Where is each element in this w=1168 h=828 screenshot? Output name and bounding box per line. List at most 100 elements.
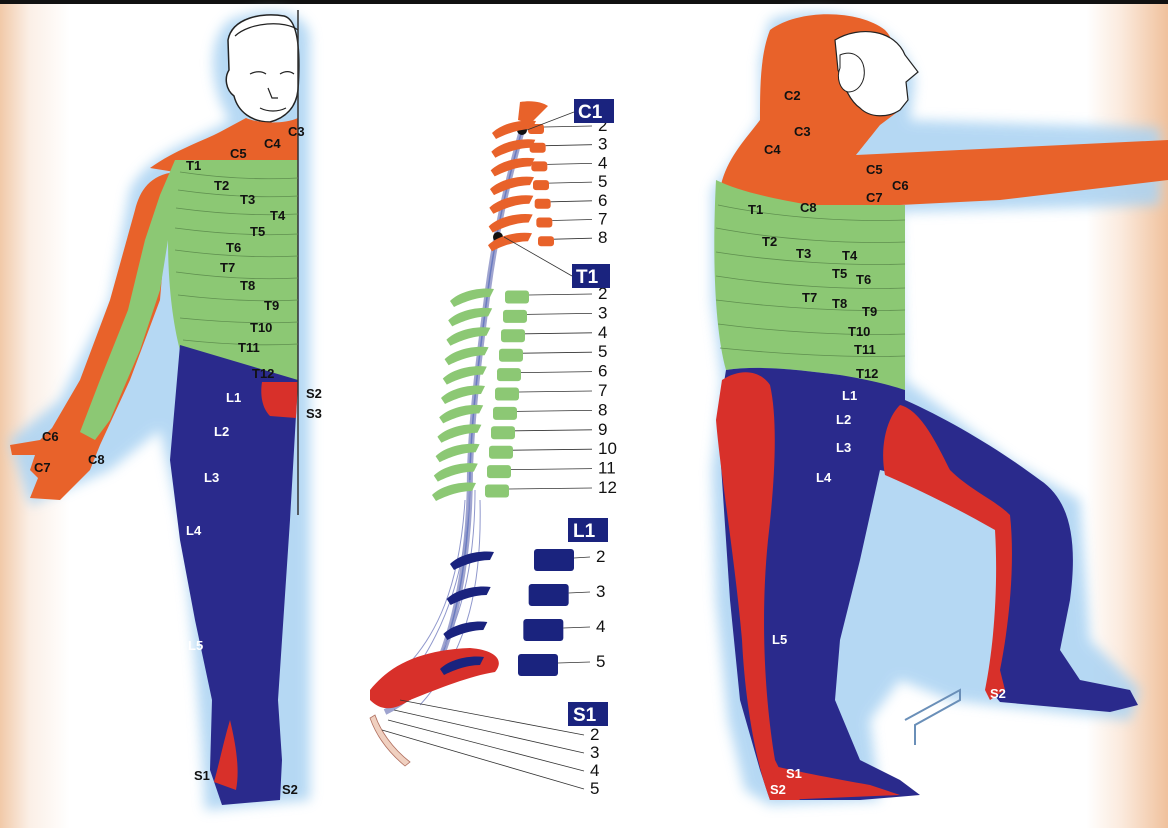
leader-line — [517, 410, 592, 411]
vertebra-body — [536, 218, 552, 228]
front-label-c4: C4 — [264, 136, 281, 151]
side-cervical-region — [720, 14, 1168, 210]
front-label-c5: C5 — [230, 146, 247, 161]
leader-line — [544, 126, 592, 127]
side-label-t7: T7 — [802, 290, 817, 305]
leader-line — [382, 730, 584, 789]
leader-line — [549, 182, 592, 183]
spine-number: 4 — [596, 617, 605, 636]
leader-line — [511, 469, 592, 470]
front-label-t3: T3 — [240, 192, 255, 207]
vertebra-process — [490, 177, 534, 196]
spine-box-s1: S1 — [568, 702, 608, 726]
side-label-c8: C8 — [800, 200, 817, 215]
front-label-t12: T12 — [252, 366, 274, 381]
side-label-t4: T4 — [842, 248, 858, 263]
spine-number: 5 — [598, 342, 607, 361]
vertebra-body — [523, 619, 563, 641]
front-label-s2-foot: S2 — [282, 782, 298, 797]
spine-number: 4 — [598, 323, 607, 342]
spine-number: 9 — [598, 420, 607, 439]
front-label-t8: T8 — [240, 278, 255, 293]
spine-box-c1-label: C1 — [578, 102, 603, 123]
spine-number: 6 — [598, 191, 607, 210]
leader-line — [515, 430, 592, 431]
spine-number: 4 — [590, 761, 599, 780]
side-label-l3: L3 — [836, 440, 851, 455]
side-label-t5: T5 — [832, 266, 847, 281]
spine-number: 7 — [598, 210, 607, 229]
front-label-t5: T5 — [250, 224, 265, 239]
vertebra-body — [505, 291, 529, 304]
leader-line — [574, 557, 590, 558]
front-figure: C3 C4 C5 C6 C7 C8 T1 T2 T3 T4 T5 T6 T7 T… — [10, 10, 322, 810]
front-label-s1: S1 — [194, 768, 210, 783]
vertebra-body — [531, 161, 547, 171]
vertebra-body — [491, 426, 515, 439]
vertebra-body — [499, 349, 523, 362]
front-label-l3: L3 — [204, 470, 219, 485]
spine-box-t1: T1 — [572, 264, 610, 288]
side-label-t6: T6 — [856, 272, 871, 287]
side-label-s2-foot: S2 — [770, 782, 786, 797]
side-label-c7: C7 — [866, 190, 883, 205]
spine-number: 3 — [596, 582, 605, 601]
spine-number: 2 — [590, 725, 599, 744]
spine-number: 11 — [598, 459, 616, 478]
front-label-t7: T7 — [220, 260, 235, 275]
leader-line — [558, 662, 590, 663]
vertebra-process — [489, 195, 533, 214]
side-label-t11: T11 — [854, 342, 876, 357]
leader-line — [546, 145, 592, 146]
spine-number: 12 — [598, 478, 617, 497]
vertebra-body — [497, 368, 521, 381]
front-label-l2: L2 — [214, 424, 229, 439]
leader-line — [563, 627, 590, 628]
spine-number: 5 — [598, 172, 607, 191]
vertebra-body — [535, 199, 551, 209]
front-label-s2-groin: S2 — [306, 386, 322, 401]
side-label-l4: L4 — [816, 470, 832, 485]
side-label-l1: L1 — [842, 388, 857, 403]
front-label-c8: C8 — [88, 452, 105, 467]
vertebra-process — [439, 405, 483, 424]
spine-number: 5 — [596, 652, 605, 671]
vertebra-body — [533, 180, 549, 190]
spine-number: 5 — [590, 779, 599, 798]
vertebra-body — [501, 329, 525, 342]
side-label-c5: C5 — [866, 162, 883, 177]
spine-number: 8 — [598, 228, 607, 247]
front-label-t9: T9 — [264, 298, 279, 313]
front-label-c3: C3 — [288, 124, 305, 139]
leader-line — [509, 488, 592, 489]
leader-line — [529, 294, 592, 295]
spine-number: 2 — [596, 547, 605, 566]
vertebra-process — [450, 552, 494, 571]
front-label-t2: T2 — [214, 178, 229, 193]
leader-line — [521, 372, 592, 373]
side-label-t12: T12 — [856, 366, 878, 381]
spine-number: 3 — [598, 303, 607, 322]
spine-number: 3 — [590, 743, 599, 762]
leader-line — [551, 201, 592, 202]
vertebra-body — [538, 236, 554, 246]
side-label-t3: T3 — [796, 246, 811, 261]
leader-line — [552, 220, 592, 221]
front-label-t11: T11 — [238, 340, 260, 355]
leader-line — [554, 238, 592, 239]
leader-line — [519, 391, 592, 392]
leader-line — [523, 352, 592, 353]
vertebra-body — [487, 465, 511, 478]
side-label-t10: T10 — [848, 324, 870, 339]
vertebra-body — [529, 584, 569, 606]
spine-number: 3 — [598, 135, 607, 154]
side-label-c2: C2 — [784, 88, 801, 103]
front-label-c7: C7 — [34, 460, 51, 475]
front-label-c6: C6 — [42, 429, 59, 444]
side-figure: C2 C3 C4 C5 C6 C7 C8 T1 T2 T3 T4 T5 T6 T… — [712, 13, 1168, 806]
spine-number: 4 — [598, 153, 607, 172]
vertebra-numbers: 23456782345678910111223452345 — [590, 116, 617, 798]
spine-box-s1-label: S1 — [573, 705, 597, 726]
spine-number: 8 — [598, 400, 607, 419]
